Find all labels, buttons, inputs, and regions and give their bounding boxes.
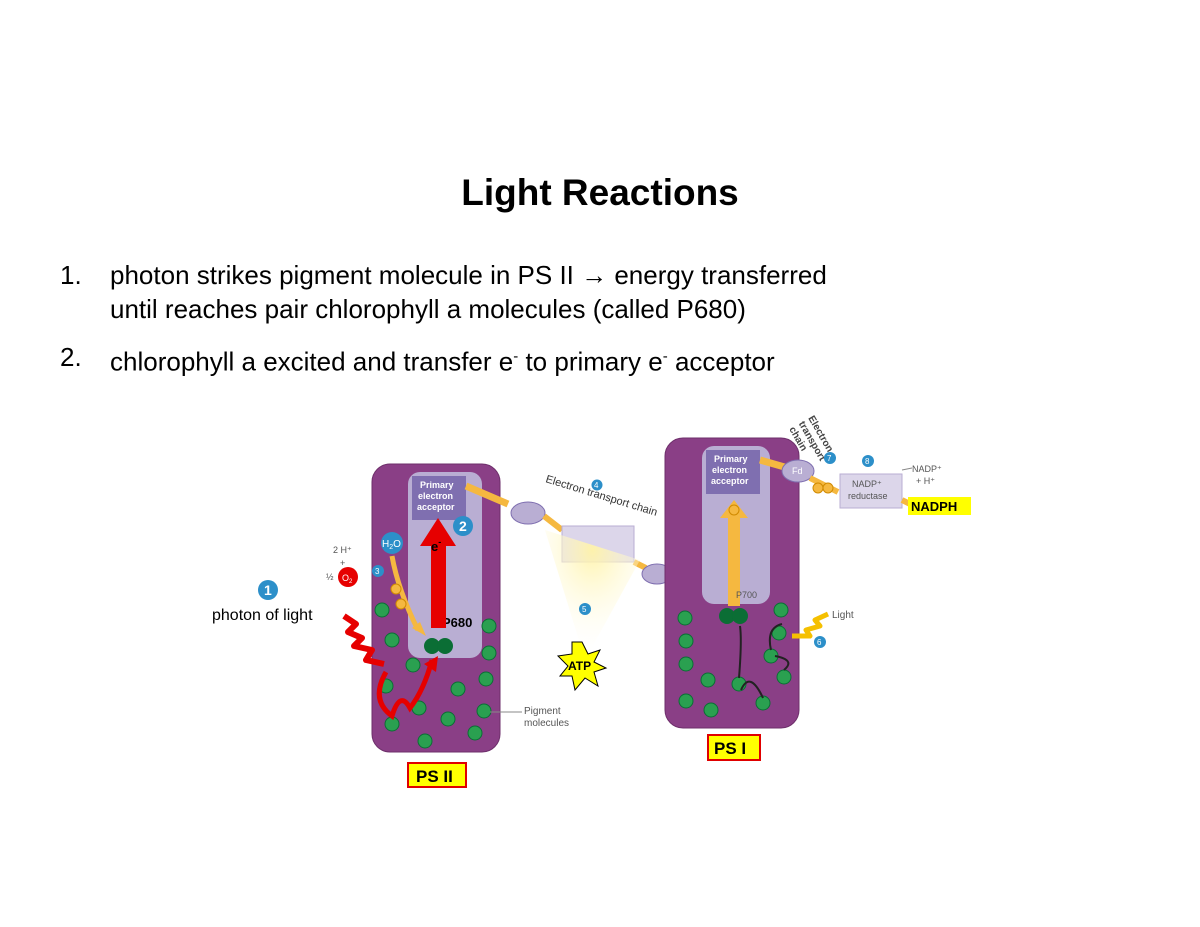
atp-starburst bbox=[556, 641, 608, 692]
bullet-list: 1. photon strikes pigment molecule in PS… bbox=[60, 258, 1160, 393]
bullet-text: until reaches pair chlorophyll a molecul… bbox=[110, 294, 746, 324]
atp-label: ATP bbox=[568, 659, 591, 673]
p700-chlorophyll bbox=[719, 608, 735, 624]
electron-icon bbox=[728, 504, 740, 516]
step-number: 2 bbox=[459, 518, 467, 534]
right-arrow-icon: → bbox=[581, 260, 608, 290]
nadp-label: NADP⁺ + H⁺ bbox=[912, 464, 944, 486]
step-badge bbox=[258, 580, 278, 600]
step-badge bbox=[824, 452, 836, 464]
light-wave-arrow bbox=[792, 611, 830, 639]
callout-line bbox=[901, 467, 913, 471]
ps1-acceptor-label: Primary electron acceptor bbox=[711, 454, 750, 486]
bullet-text: acceptor bbox=[667, 346, 775, 377]
ps1-excitation-arrow bbox=[720, 500, 748, 606]
electron-label: e- bbox=[431, 537, 441, 554]
light-label: Light bbox=[832, 610, 854, 621]
etc-label: Electron transport chain bbox=[544, 473, 659, 518]
step-number: 5 bbox=[582, 605, 587, 614]
p680-chlorophyll bbox=[424, 638, 440, 654]
bullet-text: to primary e bbox=[518, 346, 663, 377]
arrow-head bbox=[412, 622, 426, 636]
ps1-label-box bbox=[707, 734, 761, 761]
ps1-energy-transfer-arrows bbox=[738, 623, 790, 699]
plastoquinone bbox=[510, 501, 546, 525]
arrow-head bbox=[424, 656, 438, 672]
superscript: - bbox=[662, 348, 668, 365]
excitation-arrow bbox=[420, 518, 456, 628]
ps2-pigments bbox=[374, 602, 497, 749]
bullet-2: 2. chlorophyll a excited and transfer e-… bbox=[60, 340, 1160, 379]
nadph-box bbox=[908, 497, 971, 515]
ps2-acceptor-label: Primary electron acceptor bbox=[417, 480, 456, 512]
water-molecule bbox=[381, 532, 403, 554]
step-number: 8 bbox=[865, 457, 870, 466]
step-number: 1 bbox=[264, 582, 272, 598]
step-badge bbox=[591, 479, 603, 491]
electron-icons bbox=[812, 482, 834, 494]
energy-glow bbox=[545, 530, 640, 660]
oxygen-label: O2 bbox=[342, 573, 353, 585]
p700-chlorophyll bbox=[732, 608, 748, 624]
bullet-text: photon strikes pigment molecule in PS II bbox=[110, 260, 582, 290]
pigment-label: Pigment molecules bbox=[524, 706, 569, 729]
water-label: H2O bbox=[382, 539, 401, 551]
bullet-number: 2. bbox=[60, 342, 82, 372]
acceptor-to-etc-arrow bbox=[464, 482, 510, 508]
photon-wave-arrow bbox=[342, 613, 385, 667]
ferredoxin bbox=[781, 459, 815, 483]
bullet-number: 1. bbox=[60, 260, 82, 290]
hydrogen-label: 2 H⁺ + bbox=[333, 545, 354, 568]
ps1-pigments bbox=[677, 602, 792, 718]
oxygen-molecule bbox=[338, 567, 358, 587]
energy-transfer-arrow bbox=[376, 659, 435, 721]
etc-arrow bbox=[542, 513, 564, 533]
step-badge bbox=[372, 565, 384, 577]
step-badge bbox=[579, 603, 591, 615]
ps2-label-box bbox=[407, 762, 467, 788]
step-number: 7 bbox=[827, 454, 832, 463]
ps1-primary-acceptor bbox=[706, 450, 760, 494]
ps2-primary-acceptor bbox=[412, 476, 466, 520]
water-electron-arrow bbox=[389, 555, 421, 632]
step-badge bbox=[814, 636, 826, 648]
nadp-reductase bbox=[839, 473, 903, 509]
photon-label: photon of light bbox=[212, 607, 313, 624]
step-badge bbox=[453, 516, 473, 536]
slide-title: Light Reactions bbox=[461, 172, 739, 213]
bullet-text: chlorophyll a excited and transfer e bbox=[110, 346, 514, 377]
step-badge bbox=[862, 455, 874, 467]
step-number: 3 bbox=[375, 567, 380, 576]
p680-chlorophyll bbox=[437, 638, 453, 654]
nadph-label: NADPH bbox=[911, 499, 957, 514]
electron-icons bbox=[390, 583, 407, 610]
superscript: - bbox=[513, 348, 519, 365]
ps2-label: PS II bbox=[416, 767, 453, 786]
ps1-label: PS I bbox=[714, 739, 746, 758]
step-number: 6 bbox=[817, 638, 822, 647]
bullet-text: energy transferred bbox=[607, 260, 827, 290]
fd-label: Fd bbox=[792, 466, 803, 476]
p680-label: P680 bbox=[442, 615, 472, 630]
p700-label: P700 bbox=[736, 590, 757, 600]
half-label: ½ bbox=[326, 572, 334, 582]
step-number: 4 bbox=[594, 481, 599, 490]
bullet-1: 1. photon strikes pigment molecule in PS… bbox=[60, 258, 1160, 326]
reductase-label: NADP⁺ reductase bbox=[848, 479, 888, 501]
